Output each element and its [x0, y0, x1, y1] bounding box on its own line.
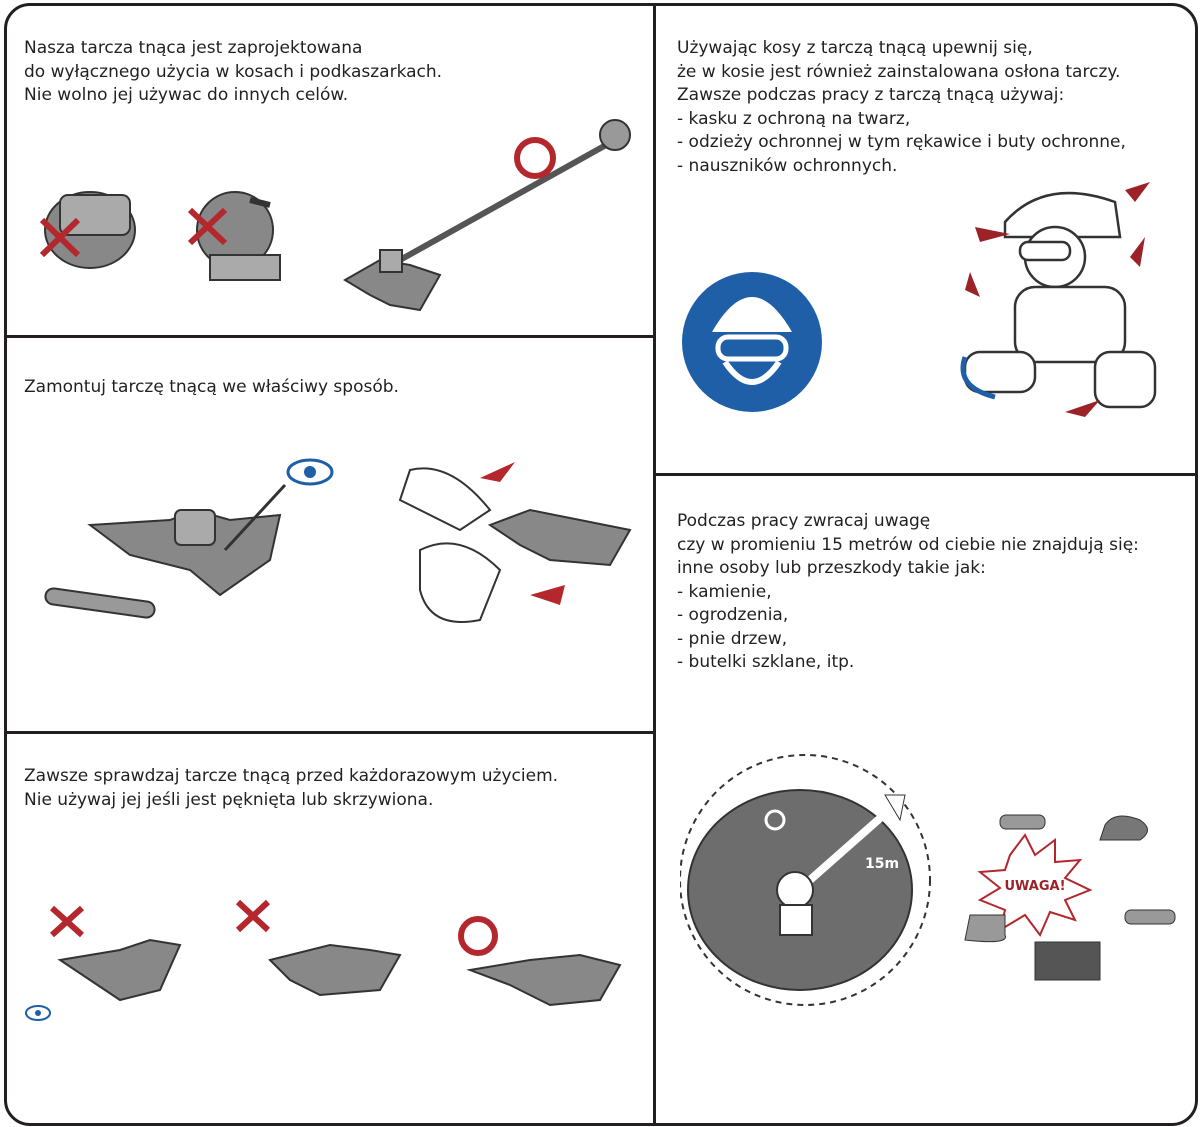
text-line: Podczas pracy zwracaj uwagę: [677, 511, 931, 531]
text-line: - odzieży ochronnej w tym rękawice i but…: [677, 132, 1126, 152]
designed-use-illustration: [39, 119, 631, 312]
safety-zone-text: Podczas pracy zwracaj uwagę czy w promien…: [677, 510, 1139, 675]
cracked-blade-icon: [57, 938, 182, 1002]
page-frame: [4, 3, 1198, 1126]
circular-saw-icon: [44, 191, 136, 269]
bottle-icon: [1124, 909, 1176, 925]
text-line: - butelki szklane, itp.: [677, 652, 855, 672]
mounting-illustration: [44, 458, 632, 623]
text-line: - pnie drzew,: [677, 628, 788, 649]
good-blade-icon: [466, 953, 622, 1007]
eye-icon: [25, 1005, 51, 1021]
text-line: Zamontuj tarczę tnącą we właściwy sposób…: [24, 377, 399, 397]
rock-icon: [1099, 815, 1148, 841]
text-line: - nauszników ochronnych.: [677, 155, 898, 176]
radius-label: 15m: [865, 856, 899, 872]
red-arrow-icon: [480, 462, 515, 482]
text-line: - ogrodzenia,: [677, 605, 789, 625]
glove-icon: [419, 542, 502, 623]
warning-burst-icon: [977, 833, 1093, 937]
inspection-text: Zawsze sprawdzaj tarcze tnącą przed każd…: [24, 765, 558, 812]
warning-label: UWAGA!: [1004, 879, 1065, 894]
panel-divider: [4, 335, 656, 338]
radius-arrow-icon: [807, 802, 898, 883]
text-line: - kamienie,: [677, 581, 772, 602]
text-line: inne osoby lub przeszkody takie jak:: [677, 558, 986, 578]
safety-radius-circle: [680, 754, 931, 1006]
red-arrow-icon: [965, 182, 1150, 417]
eye-icon: [286, 458, 334, 486]
text-line: Nie używaj jej jeśli jest pęknięta lub s…: [24, 789, 434, 810]
column-divider: [653, 3, 656, 1123]
cutting-blade-icon: [487, 508, 632, 567]
safety-zone-illustration: 15m UWAGA!: [680, 754, 1176, 1006]
fence-icon: [1034, 941, 1101, 981]
prohibited-x-icon: [187, 207, 228, 246]
text-line: Zawsze podczas pracy z tarczą tnącą używ…: [677, 85, 1065, 105]
protection-text: Używając kosy z tarczą tnącą upewnij się…: [677, 37, 1126, 178]
brush-cutter-icon: [343, 119, 631, 312]
panel-divider: [655, 473, 1195, 476]
cutoff-saw-icon: [196, 191, 281, 281]
protection-illustration: [682, 182, 1157, 417]
panel-divider: [4, 731, 656, 734]
arrow-icon: [223, 483, 287, 552]
prohibited-x-icon: [49, 905, 85, 938]
text-line: Nasza tarcza tnąca jest zaprojektowana: [24, 38, 363, 58]
text-line: Używając kosy z tarczą tnącą upewnij się…: [677, 38, 1033, 58]
text-line: że w kosie jest również zainstalowana os…: [677, 61, 1121, 82]
text-line: do wyłącznego użycia w kosach i podkasza…: [24, 61, 443, 82]
text-line: czy w promieniu 15 metrów od ciebie nie …: [677, 534, 1139, 555]
binoculars-icon: [999, 814, 1046, 830]
allowed-circle-icon: [514, 137, 556, 179]
gear-head-icon: [174, 509, 216, 546]
inspection-illustration: [25, 899, 622, 1021]
designed-use-text: Nasza tarcza tnąca jest zaprojektowana do…: [24, 37, 442, 108]
mounting-text: Zamontuj tarczę tnącą we właściwy sposób…: [24, 376, 399, 400]
worker-in-protective-gear-icon: [960, 191, 1157, 409]
text-line: Zawsze sprawdzaj tarcze tnącą przed każd…: [24, 766, 559, 786]
text-line: - kasku z ochroną na twarz,: [677, 108, 911, 129]
allowed-circle-icon: [458, 916, 498, 956]
prohibited-x-icon: [39, 217, 81, 258]
tree-stump-icon: [964, 914, 1006, 943]
prohibited-x-icon: [235, 899, 271, 933]
head-protection-mandatory-icon: [682, 272, 822, 412]
red-arrow-icon: [530, 585, 565, 605]
bent-blade-icon: [268, 943, 402, 997]
wrench-icon: [44, 587, 156, 619]
text-line: Nie wolno jej używac do innych celów.: [24, 85, 349, 105]
worker-icon: [776, 871, 814, 909]
glove-icon: [398, 467, 492, 532]
